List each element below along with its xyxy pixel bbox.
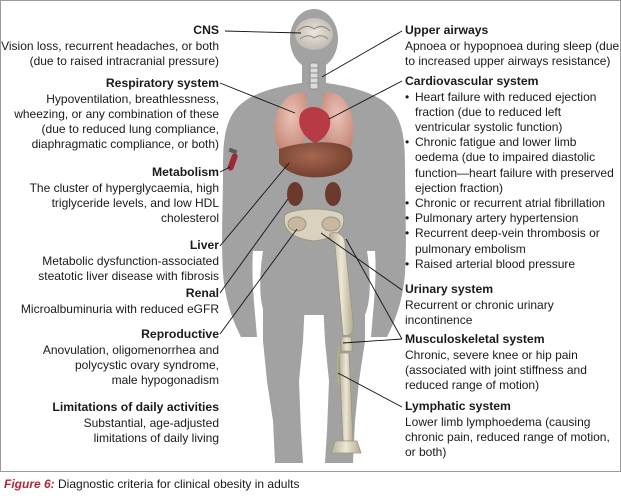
liver xyxy=(279,142,353,178)
metabolism-line: The cluster of hyperglycaemia, high xyxy=(29,180,219,195)
cardio-heading: Cardiovascular system xyxy=(405,74,539,88)
cardio-item-line: Chronic or recurrent atrial fibrillation xyxy=(415,195,606,210)
cardio-item-line: oedema (due to impaired diastolic xyxy=(415,150,596,165)
liver-line: steatotic liver disease with fibrosis xyxy=(38,268,219,283)
panel-musculoskeletal: Musculoskeletal system Chronic, severe k… xyxy=(405,332,587,393)
blood-tube-icon xyxy=(227,147,238,171)
figure-number: Figure 6: xyxy=(4,477,55,491)
cardio-item-line: function—heart failure with preserved xyxy=(415,165,614,180)
figure-panel: CNS Vision loss, recurrent headaches, or… xyxy=(0,0,621,472)
airways-line: to increased upper airways resistance) xyxy=(405,53,611,68)
airways-heading: Upper airways xyxy=(405,23,489,37)
urinary-line: Recurrent or chronic urinary xyxy=(405,297,554,312)
cardio-item: Pulmonary artery hypertension xyxy=(405,211,614,226)
urinary-heading: Urinary system xyxy=(405,282,494,296)
cns-line: Vision loss, recurrent headaches, or bot… xyxy=(1,38,219,53)
respiratory-line: Hypoventilation, breathlessness, xyxy=(46,91,219,106)
lymphatic-heading: Lymphatic system xyxy=(405,399,511,413)
daily-line: limitations of daily living xyxy=(93,430,219,445)
panel-daily-activities: Limitations of daily activities Substant… xyxy=(52,400,219,446)
panel-renal: Renal Microalbuminuria with reduced eGFR xyxy=(21,286,219,317)
figure-caption: Figure 6: Diagnostic criteria for clinic… xyxy=(4,477,299,492)
leader-lines xyxy=(219,30,403,408)
msk-line: reduced range of motion) xyxy=(405,377,540,392)
daily-heading: Limitations of daily activities xyxy=(52,400,219,414)
cardio-item-line: Chronic fatigue and lower limb xyxy=(415,135,577,150)
cardio-item-line: pulmonary embolism xyxy=(415,241,526,256)
panel-upper-airways: Upper airways Apnoea or hypopnoea during… xyxy=(405,23,619,69)
panel-respiratory: Respiratory system Hypoventilation, brea… xyxy=(14,76,219,152)
panel-liver: Liver Metabolic dysfunction-associated s… xyxy=(38,238,219,284)
cardio-item-line: fraction (due to reduced left xyxy=(415,104,562,119)
cns-heading: CNS xyxy=(193,23,219,37)
metabolism-line: cholesterol xyxy=(160,210,219,225)
cardio-item: Raised arterial blood pressure xyxy=(405,257,614,272)
kidneys xyxy=(287,182,341,206)
respiratory-line: wheezing, or any combination of these xyxy=(14,106,219,121)
cardio-item: Chronic or recurrent atrial fibrillation xyxy=(405,196,614,211)
cardio-item: Chronic fatigue and lower limb oedema (d… xyxy=(405,135,614,196)
urinary-line: incontinence xyxy=(405,312,473,327)
msk-line: (associated with joint stiffness and xyxy=(405,362,587,377)
metabolism-line: triglyceride levels, and low HDL xyxy=(51,195,219,210)
reproductive-line: polycystic ovary syndrome, xyxy=(74,357,219,372)
cardio-item-line: ejection fraction) xyxy=(415,180,504,195)
msk-line: Chronic, severe knee or hip pain xyxy=(405,347,578,362)
renal-heading: Renal xyxy=(185,286,219,300)
cardio-item-line: Heart failure with reduced ejection xyxy=(415,89,597,104)
renal-line: Microalbuminuria with reduced eGFR xyxy=(20,301,219,316)
metabolism-heading: Metabolism xyxy=(151,165,219,179)
anatomy-illustration xyxy=(219,9,406,463)
reproductive-line: male hypogonadism xyxy=(111,372,219,387)
leg-bones xyxy=(328,232,362,454)
heart xyxy=(299,107,331,143)
panel-urinary: Urinary system Recurrent or chronic urin… xyxy=(405,282,554,328)
panel-lymphatic: Lymphatic system Lower limb lymphoedema … xyxy=(405,399,610,460)
panel-reproductive: Reproductive Anovulation, oligomenorrhea… xyxy=(43,327,219,388)
lymphatic-line: Lower limb lymphoedema (causing xyxy=(405,414,591,429)
lungs xyxy=(274,92,354,152)
panel-cns: CNS Vision loss, recurrent headaches, or… xyxy=(1,23,219,69)
pelvis xyxy=(283,208,345,242)
liver-heading: Liver xyxy=(189,238,219,252)
cardio-item-line: Raised arterial blood pressure xyxy=(415,256,576,271)
cardio-item-line: Recurrent deep-vein thrombosis or xyxy=(415,226,600,241)
cns-line: (due to raised intracranial pressure) xyxy=(29,53,219,68)
trachea xyxy=(309,62,319,90)
brain xyxy=(295,18,333,50)
respiratory-heading: Respiratory system xyxy=(105,76,219,90)
panel-cardiovascular: Cardiovascular system Heart failure with… xyxy=(405,74,614,272)
airways-line: Apnoea or hypopnoea during sleep (due xyxy=(405,38,620,53)
reproductive-line: Anovulation, oligomenorrhea and xyxy=(42,342,219,357)
liver-line: Metabolic dysfunction-associated xyxy=(42,253,219,268)
cardio-list: Heart failure with reduced ejection frac… xyxy=(405,90,614,273)
respiratory-line: diaphragmatic compliance, or both) xyxy=(31,137,219,152)
cardio-item: Recurrent deep-vein thrombosis or pulmon… xyxy=(405,226,614,256)
figure-title: Diagnostic criteria for clinical obesity… xyxy=(58,477,300,491)
lymphatic-line: or both) xyxy=(405,444,447,459)
panel-metabolism: Metabolism The cluster of hyperglycaemia… xyxy=(30,165,219,226)
respiratory-line: (due to reduced lung compliance, xyxy=(41,121,219,136)
lymphatic-line: chronic pain, reduced range of motion, xyxy=(405,429,610,444)
msk-heading: Musculoskeletal system xyxy=(405,332,545,346)
daily-line: Substantial, age-adjusted xyxy=(83,415,219,430)
lymphatic-vessels xyxy=(336,346,340,386)
cardio-item-line: ventricular systolic function) xyxy=(415,119,563,134)
reproductive-heading: Reproductive xyxy=(141,327,219,341)
cardio-item: Heart failure with reduced ejection frac… xyxy=(405,90,614,136)
cardio-item-line: Pulmonary artery hypertension xyxy=(415,211,579,226)
